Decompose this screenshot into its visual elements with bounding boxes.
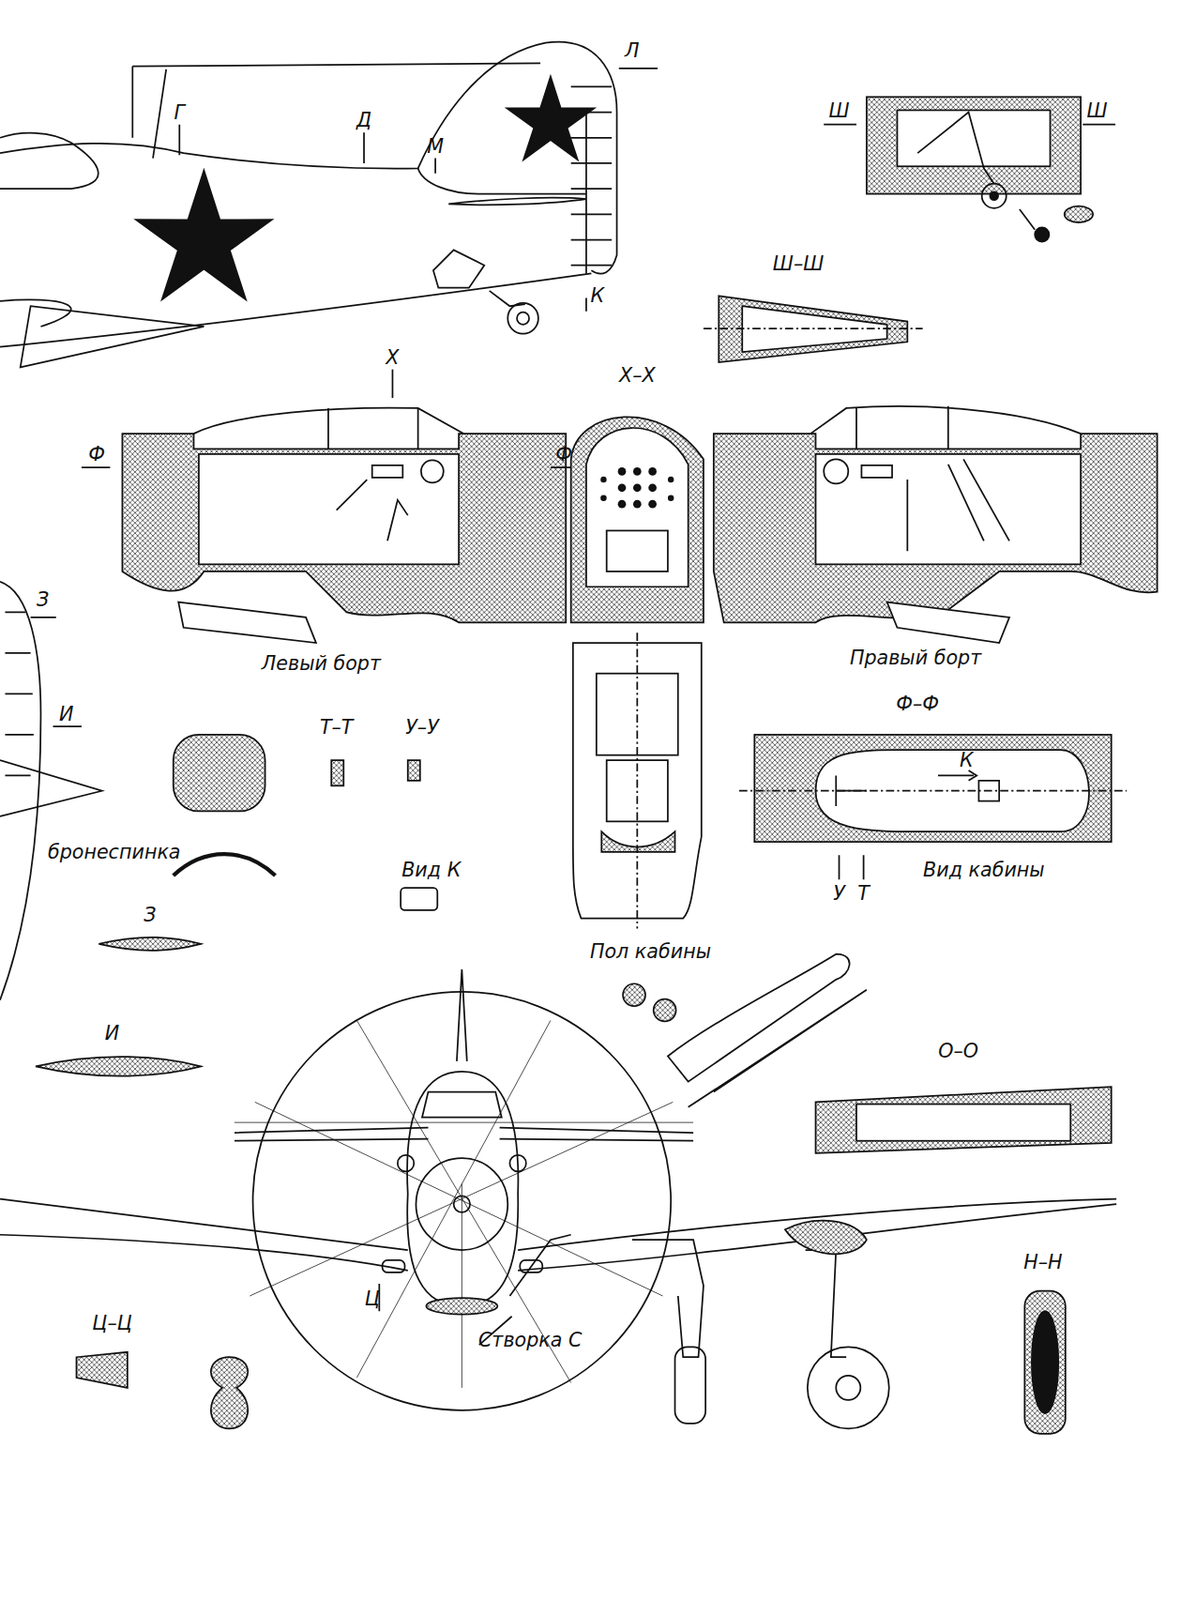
part-label: Н–Н (1021, 1251, 1065, 1273)
part-label: Ш (826, 99, 851, 122)
part-label: Х–Х (617, 364, 658, 387)
part-label: Вид кабины (921, 858, 1047, 880)
part-label: З (34, 589, 52, 611)
part-label: З (141, 904, 159, 926)
part-label: Л (622, 40, 642, 62)
part-label: Правый борт (847, 647, 985, 669)
part-label: М (424, 135, 446, 157)
part-label: Створка С (476, 1328, 585, 1350)
part-label: Ц–Ц (90, 1312, 135, 1334)
part-label: Ф (86, 442, 107, 465)
part-label: Х (383, 346, 402, 368)
part-label: Ф (553, 442, 575, 465)
part-label: И (57, 703, 76, 726)
part-label: Ф–Ф (893, 693, 941, 715)
part-label: К (588, 285, 606, 307)
part-label: У (831, 881, 848, 904)
part-label: бронеспинка (45, 841, 183, 863)
part-label: Левый борт (259, 651, 384, 674)
part-label: И (103, 1021, 122, 1044)
part-label: Вид К (399, 858, 463, 880)
part-label: Ш (1084, 99, 1109, 122)
part-label: У–У (403, 716, 441, 739)
part-label: Ц (363, 1287, 382, 1310)
part-label: Т–Т (317, 716, 356, 739)
part-label: О–О (936, 1040, 981, 1062)
part-label: Т (855, 881, 872, 904)
part-label: Ш–Ш (771, 252, 827, 274)
part-label: Д (354, 109, 374, 132)
part-label: Г (171, 101, 187, 123)
part-label: К (957, 749, 976, 772)
part-label: Пол кабины (588, 939, 713, 962)
